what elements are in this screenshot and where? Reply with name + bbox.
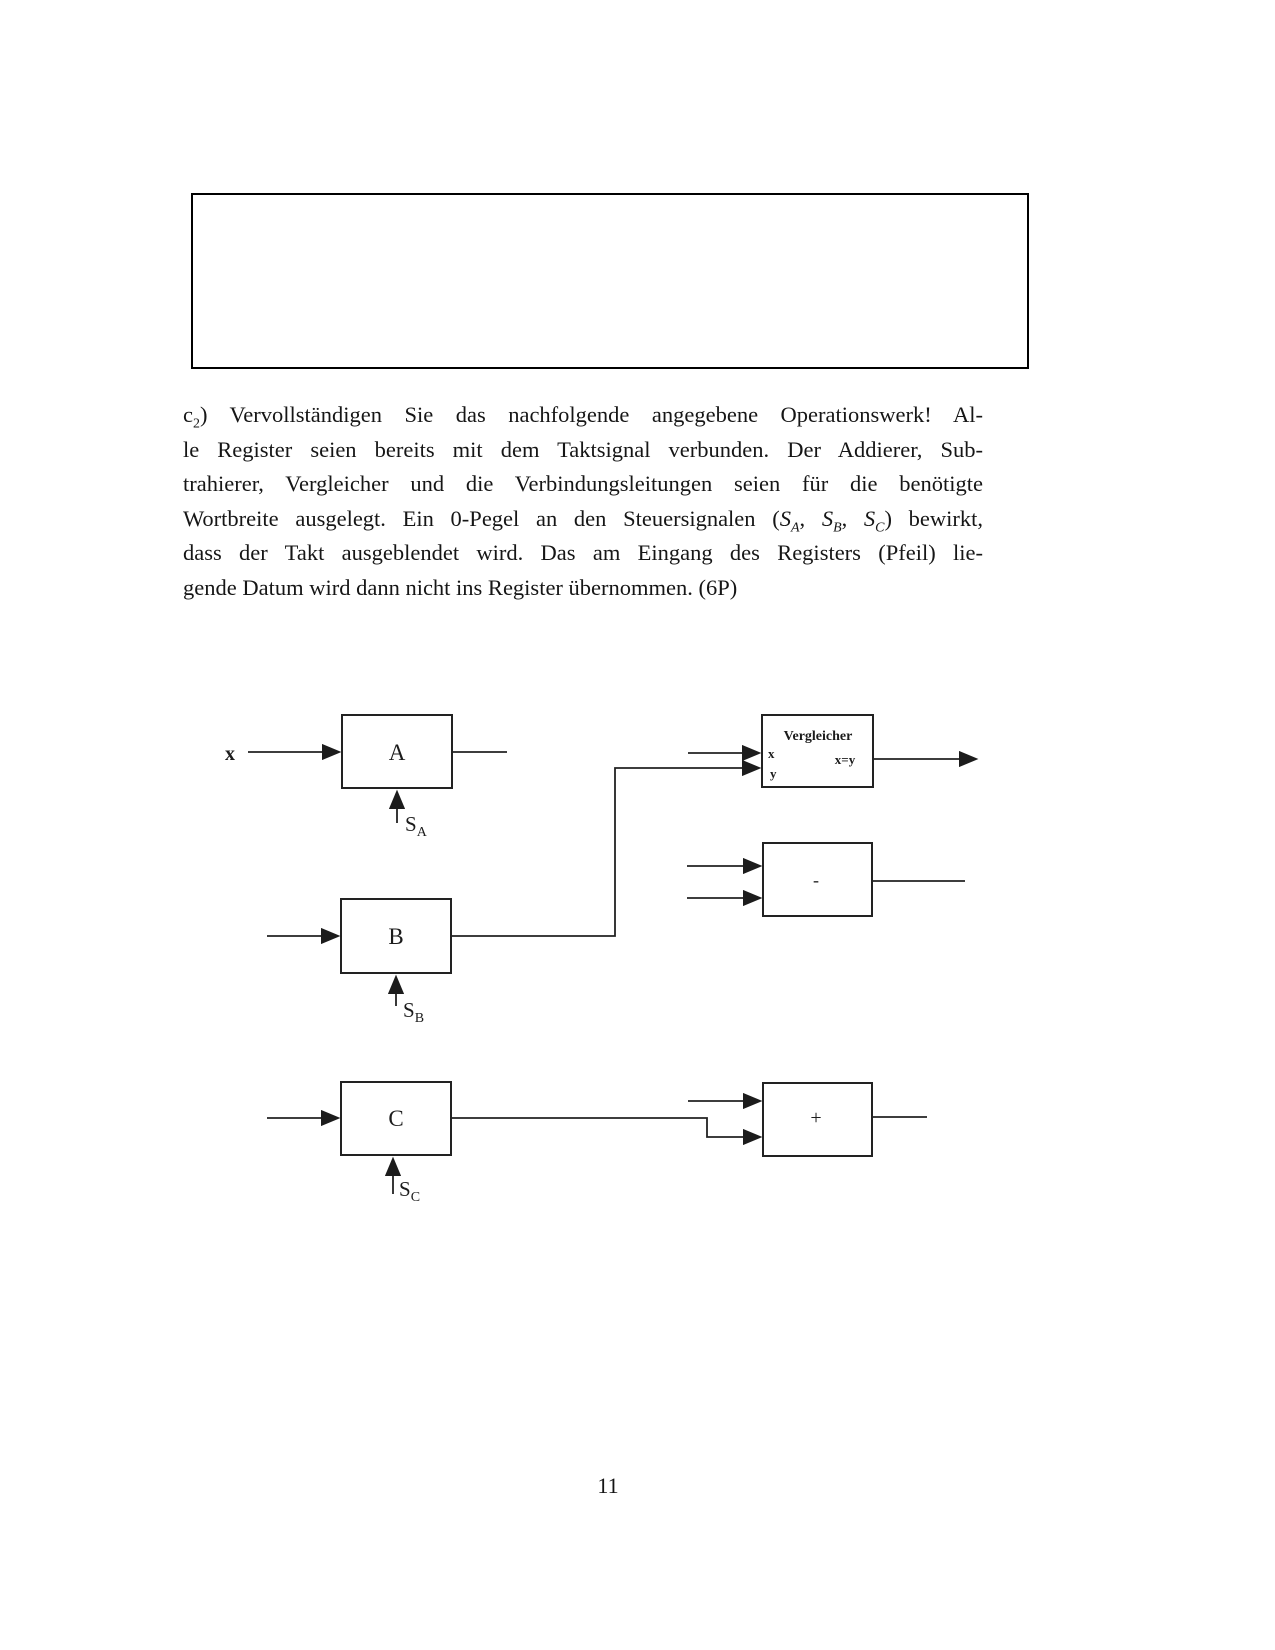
text-run: ) bewirkt, [884, 505, 984, 531]
answer-box [191, 193, 1029, 369]
comparator-input-x-label: x [768, 746, 775, 761]
paragraph-line-5: dass der Takt ausgeblendet wird. Das am … [183, 540, 983, 565]
register-c-box [340, 1081, 452, 1156]
adder-label: + [810, 1107, 821, 1129]
text-run: , [799, 505, 822, 531]
control-sc-label: SC [399, 1177, 420, 1205]
control-sa-label: SA [405, 812, 428, 840]
subscript: C [875, 520, 885, 535]
comparator-title: Vergleicher [784, 729, 853, 744]
comparator-box [761, 714, 874, 788]
control-sb-label: SB [403, 998, 424, 1026]
comparator-input-y-label: y [770, 766, 777, 781]
wire-register-b-to-comparator [451, 759, 762, 937]
paragraph-line-4: Wortbreite ausgelegt. Ein 0-Pegel an den… [183, 502, 983, 537]
paragraph-line-6: gende Datum wird dann nicht ins Register… [183, 574, 738, 600]
paragraph-line-1: c2) Vervollständigen Sie das nachfolgend… [183, 398, 983, 433]
task-paragraph: c2) Vervollständigen Sie das nachfolgend… [183, 398, 983, 605]
text-run: Wortbreite ausgelegt. Ein 0-Pegel an den… [183, 505, 780, 531]
text-run: ) Vervollständigen Sie das nachfolgende … [199, 402, 983, 427]
subtractor-box [762, 842, 873, 917]
paragraph-line-3: trahierer, Vergleicher und die Verbindun… [183, 471, 983, 496]
wire-register-c-to-adder [451, 1117, 763, 1146]
signal-symbol: S [863, 505, 876, 531]
register-b-label: B [388, 924, 403, 949]
signal-symbol: S [779, 505, 791, 531]
subscript: A [790, 520, 800, 535]
adder-box [762, 1082, 873, 1157]
register-c-label: C [388, 1106, 403, 1131]
comparator-output-label: x=y [835, 752, 856, 767]
subscript: B [833, 520, 842, 535]
input-x-label: x [225, 743, 235, 765]
subtractor-label: - [813, 870, 819, 890]
signal-symbol: S [821, 505, 834, 531]
register-a-box [341, 714, 453, 789]
text-run: , [841, 505, 864, 531]
register-b-box [340, 898, 452, 974]
subscript: 2 [193, 416, 200, 432]
register-a-label: A [389, 740, 406, 765]
paragraph-line-2: le Register seien bereits mit dem Taktsi… [183, 436, 983, 462]
text-run: c [183, 402, 193, 427]
page-number: 11 [597, 1473, 619, 1498]
